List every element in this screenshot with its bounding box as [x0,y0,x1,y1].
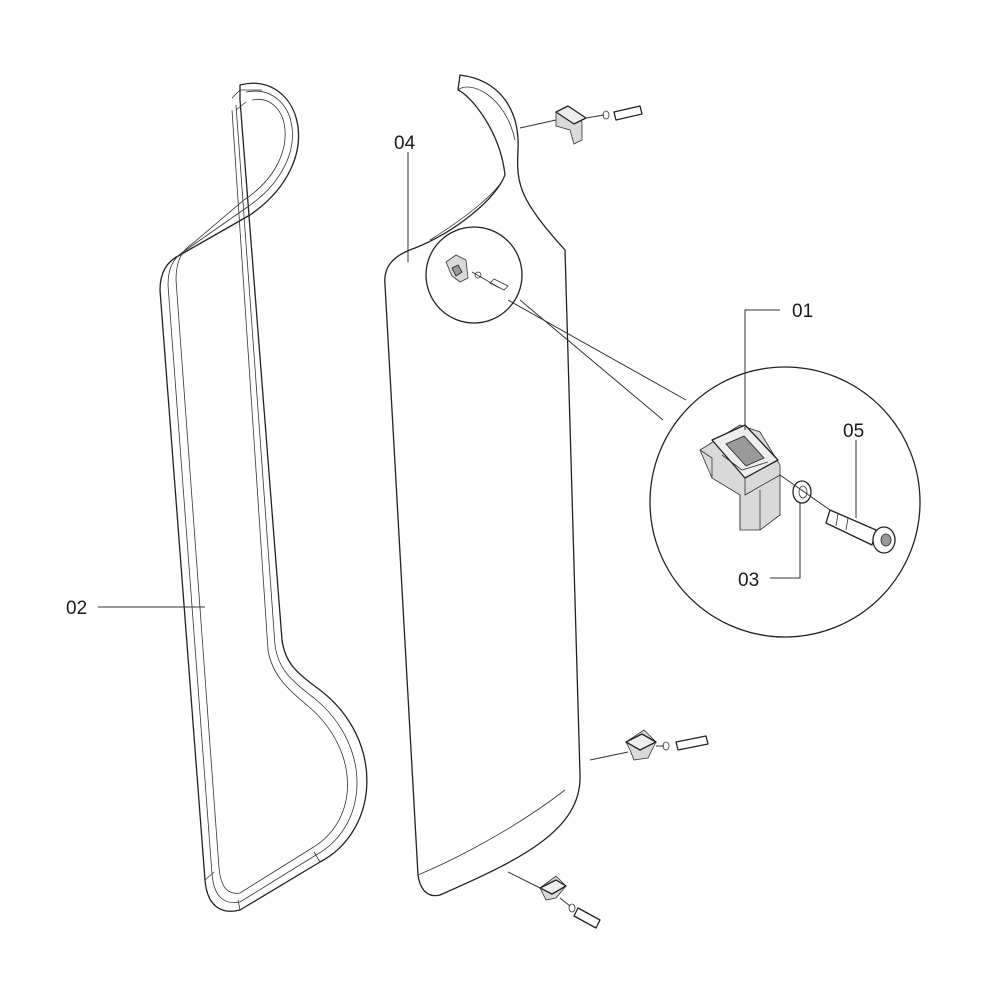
clip-part-01 [699,424,781,531]
hardware-set-top [519,105,643,145]
callout-01: 01 [792,301,813,322]
hardware-set-bottom-right [589,729,709,761]
callout-04: 04 [394,133,416,154]
washer-part-03 [792,480,812,504]
callout-02: 02 [66,598,87,619]
callout-03: 03 [738,570,759,591]
callout-05: 05 [843,421,864,442]
detail-leader-cone [507,299,687,421]
screw-part-05 [825,509,896,554]
detail-circle-small [425,226,523,324]
hardware-set-bottom [507,871,601,929]
detail-circle-large [649,366,921,638]
gasket-frame-part-02 [159,82,368,912]
callout-leaders [98,152,857,608]
curved-panel-part-04 [384,74,581,897]
